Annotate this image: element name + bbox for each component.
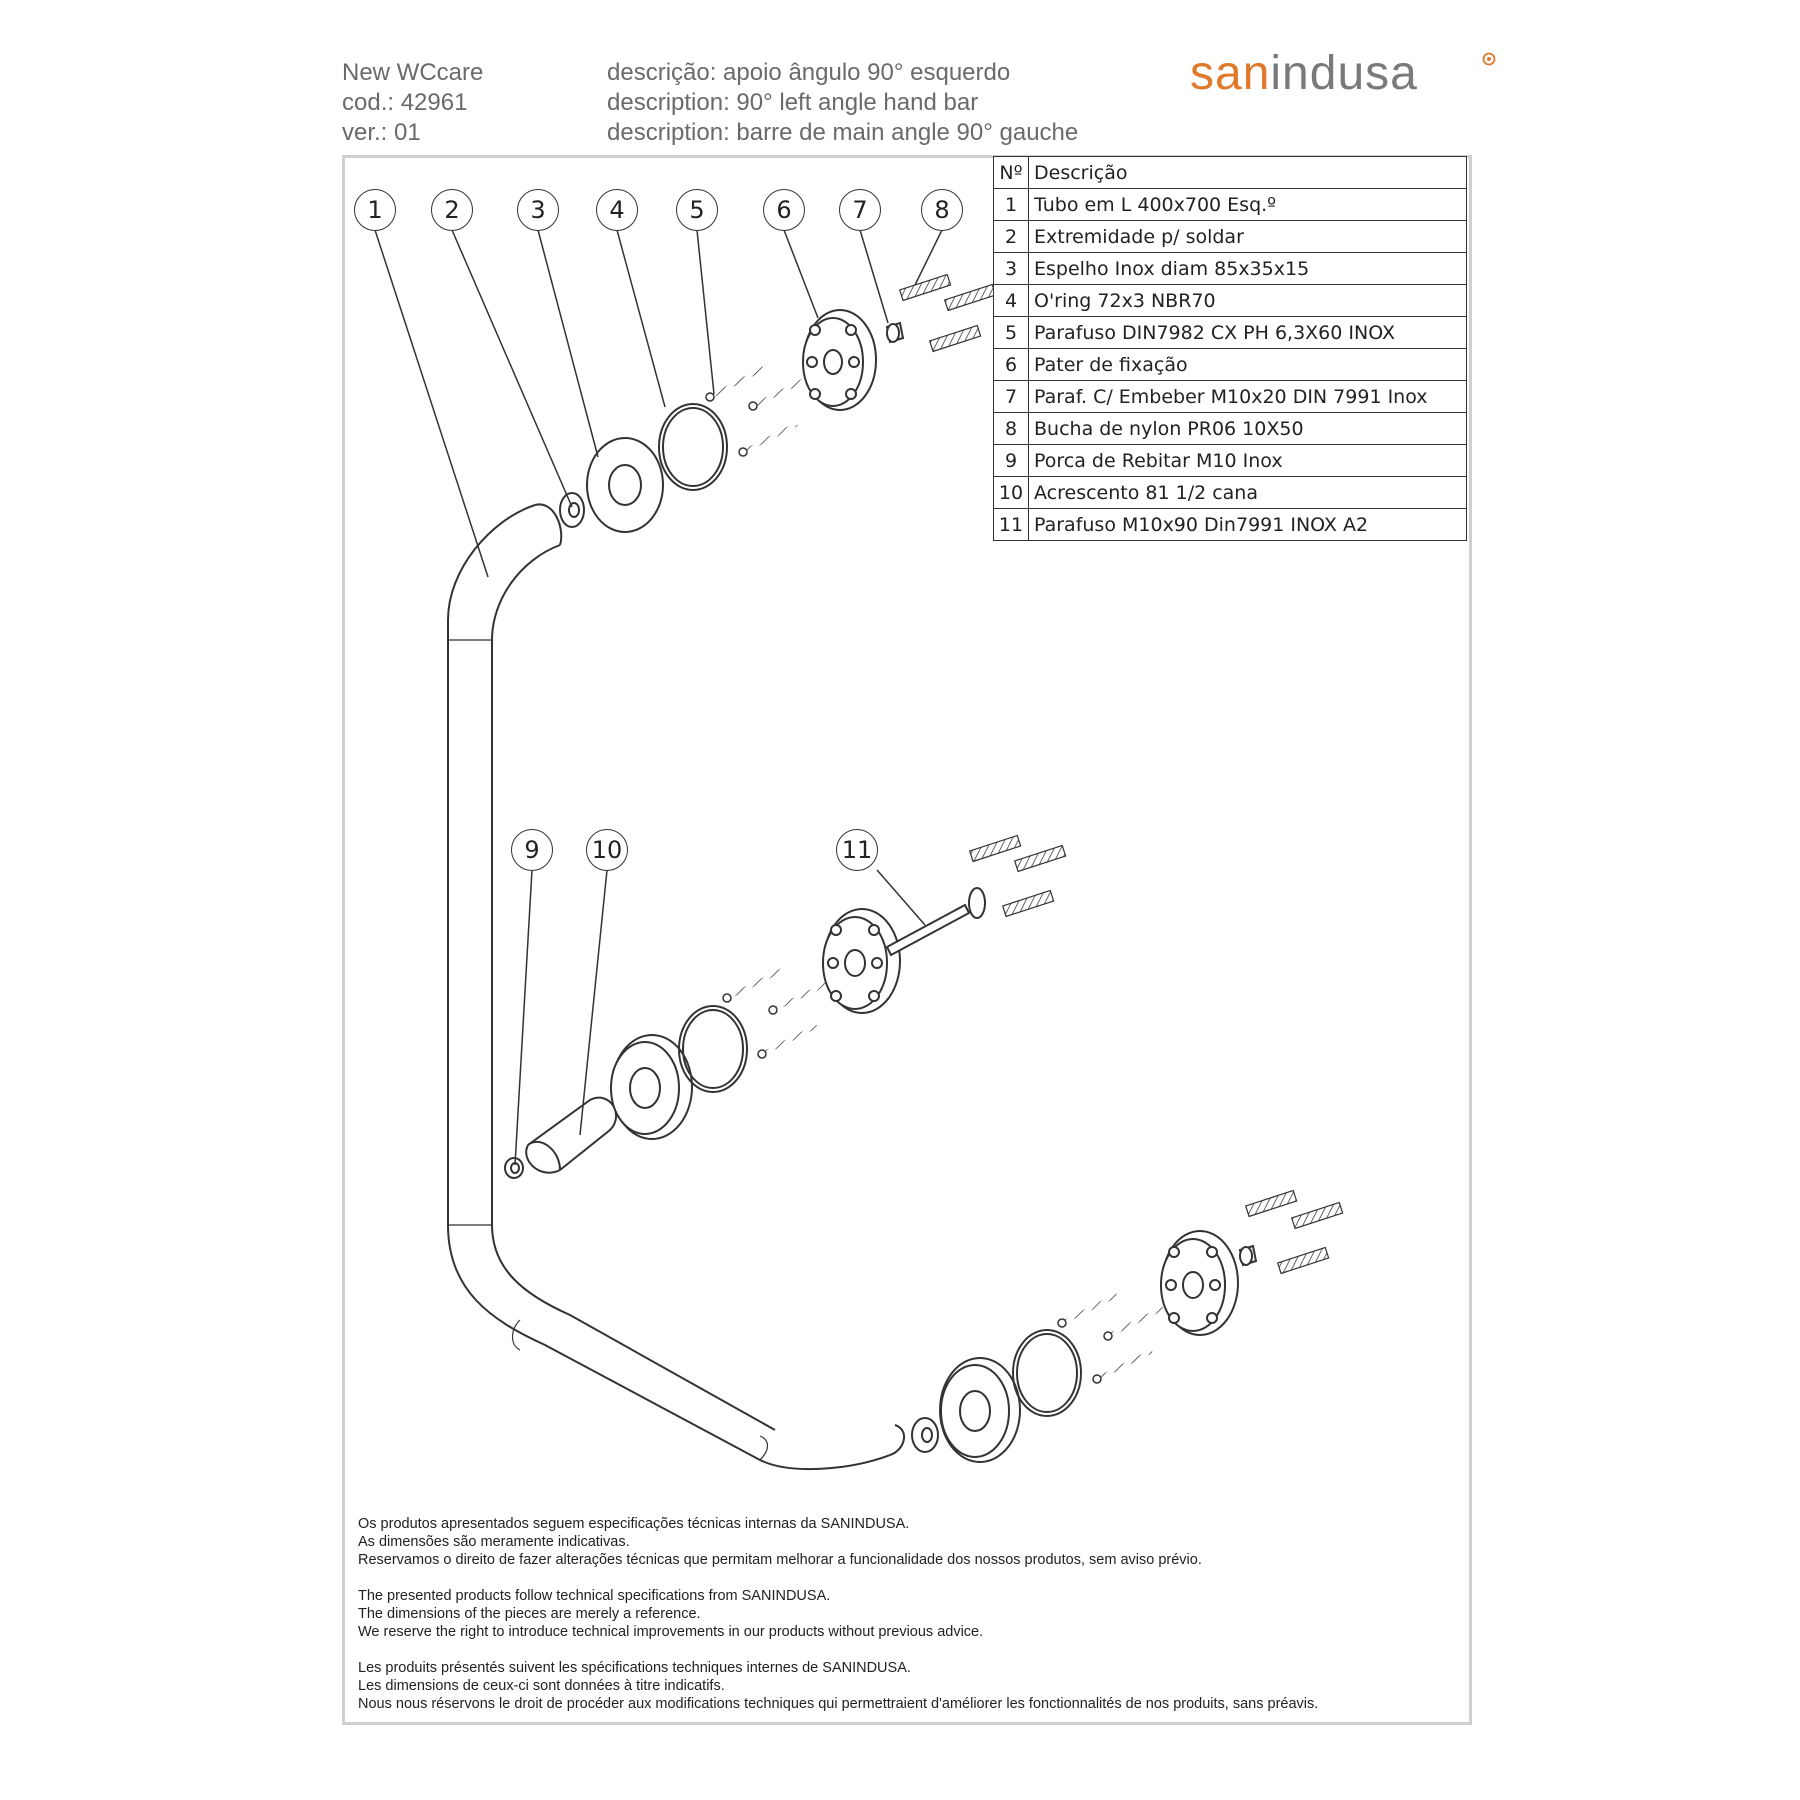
middle-cover-plate xyxy=(610,1034,693,1140)
description-pt: descrição: apoio ângulo 90° esquerdo xyxy=(607,59,1011,86)
notes-portuguese: Os produtos apresentados seguem especifi… xyxy=(358,1515,1318,1569)
upper-mounting-plate xyxy=(802,309,877,411)
part-number: 8 xyxy=(993,412,1029,445)
part-number: 7 xyxy=(993,380,1029,413)
upper-cover-plate xyxy=(586,437,664,533)
part-description: Porca de Rebitar M10 Inox xyxy=(1028,444,1467,477)
part-description: Extremidade p/ soldar xyxy=(1028,220,1467,253)
header-descriptions: descrição: apoio ângulo 90° esquerdo des… xyxy=(607,58,1078,148)
callout-9: 9 xyxy=(511,829,553,871)
part-number: 11 xyxy=(993,508,1029,541)
lower-cover-plate xyxy=(939,1357,1021,1463)
lower-o-ring xyxy=(1012,1329,1082,1417)
description-en: description: 90° left angle hand bar xyxy=(607,89,979,116)
note-line: We reserve the right to introduce techni… xyxy=(358,1624,984,1640)
leader-lines xyxy=(374,229,943,1166)
part-number: 5 xyxy=(993,316,1029,349)
sanindusa-logo: sanindusa xyxy=(1190,46,1496,101)
lower-screws xyxy=(1057,1293,1164,1384)
part-description: Parafuso DIN7982 CX PH 6,3X60 INOX xyxy=(1028,316,1467,349)
upper-countersunk-screw xyxy=(885,321,905,344)
lower-wall-plugs xyxy=(1244,1189,1344,1275)
middle-o-ring xyxy=(678,1005,748,1093)
lower-mounting-plate xyxy=(1160,1230,1239,1336)
upper-end-cap xyxy=(559,492,585,528)
description-fr: description: barre de main angle 90° gau… xyxy=(607,119,1079,146)
callout-6: 6 xyxy=(763,189,805,231)
part-number: 2 xyxy=(993,220,1029,253)
logo-mark-icon xyxy=(1482,52,1496,66)
callout-2: 2 xyxy=(431,189,473,231)
middle-long-screw xyxy=(885,887,986,957)
l-tube xyxy=(447,503,905,1471)
part-number: 6 xyxy=(993,348,1029,381)
part-description: Acrescento 81 1/2 cana xyxy=(1028,476,1467,509)
callout-3: 3 xyxy=(517,189,559,231)
part-description: Tubo em L 400x700 Esq.º xyxy=(1028,188,1467,221)
header-product-info: New WCcare cod.: 42961 ver.: 01 xyxy=(342,58,483,148)
lower-countersunk-screw xyxy=(1238,1244,1258,1267)
note-line: Os produtos apresentados seguem especifi… xyxy=(358,1516,910,1532)
part-description: O'ring 72x3 NBR70 xyxy=(1028,284,1467,317)
note-line: Reservamos o direito de fazer alterações… xyxy=(358,1552,1202,1568)
middle-wall-plugs xyxy=(968,834,1067,918)
disclaimer-notes: Os produtos apresentados seguem especifi… xyxy=(358,1515,1318,1731)
part-number: 10 xyxy=(993,476,1029,509)
lower-end-cap xyxy=(911,1417,939,1453)
note-line: Les produits présentés suivent les spéci… xyxy=(358,1660,911,1676)
part-description: Parafuso M10x90 Din7991 INOX A2 xyxy=(1028,508,1467,541)
middle-rivet-nut xyxy=(504,1157,524,1179)
part-number: 9 xyxy=(993,444,1029,477)
upper-screws xyxy=(705,366,809,457)
middle-mounting-plate xyxy=(822,908,901,1014)
parts-table-header: Nº Descrição xyxy=(993,156,1467,189)
note-line: As dimensões são meramente indicativas. xyxy=(358,1534,630,1550)
part-description: Pater de fixação xyxy=(1028,348,1467,381)
logo-text-indusa: indusa xyxy=(1270,47,1418,100)
notes-english: The presented products follow technical … xyxy=(358,1587,1318,1641)
middle-screws xyxy=(722,968,829,1059)
note-line: The dimensions of the pieces are merely … xyxy=(358,1606,701,1622)
callout-8: 8 xyxy=(921,189,963,231)
part-description: Espelho Inox diam 85x35x15 xyxy=(1028,252,1467,285)
callout-11: 11 xyxy=(836,829,878,871)
middle-extension-piece xyxy=(525,1096,617,1174)
product-line: New WCcare xyxy=(342,59,484,86)
upper-wall-plugs xyxy=(898,273,997,353)
column-header-no: Nº xyxy=(993,156,1029,189)
notes-french: Les produits présentés suivent les spéci… xyxy=(358,1659,1318,1713)
callout-1: 1 xyxy=(354,189,396,231)
callout-5: 5 xyxy=(676,189,718,231)
note-line: The presented products follow technical … xyxy=(358,1588,831,1604)
callout-7: 7 xyxy=(839,189,881,231)
callout-10: 10 xyxy=(586,829,628,871)
product-code: cod.: 42961 xyxy=(342,89,468,116)
part-number: 1 xyxy=(993,188,1029,221)
note-line: Nous nous réservons le droit de procéder… xyxy=(358,1696,1319,1712)
drawing-frame xyxy=(342,155,1472,1725)
upper-o-ring xyxy=(658,403,728,491)
column-header-description: Descrição xyxy=(1028,156,1467,189)
part-description: Paraf. C/ Embeber M10x20 DIN 7991 Inox xyxy=(1028,380,1467,413)
part-description: Bucha de nylon PR06 10X50 xyxy=(1028,412,1467,445)
product-version: ver.: 01 xyxy=(342,119,421,146)
note-line: Les dimensions de ceux-ci sont données à… xyxy=(358,1678,725,1694)
logo-text-san: san xyxy=(1190,47,1271,100)
part-number: 3 xyxy=(993,252,1029,285)
part-number: 4 xyxy=(993,284,1029,317)
callout-4: 4 xyxy=(596,189,638,231)
